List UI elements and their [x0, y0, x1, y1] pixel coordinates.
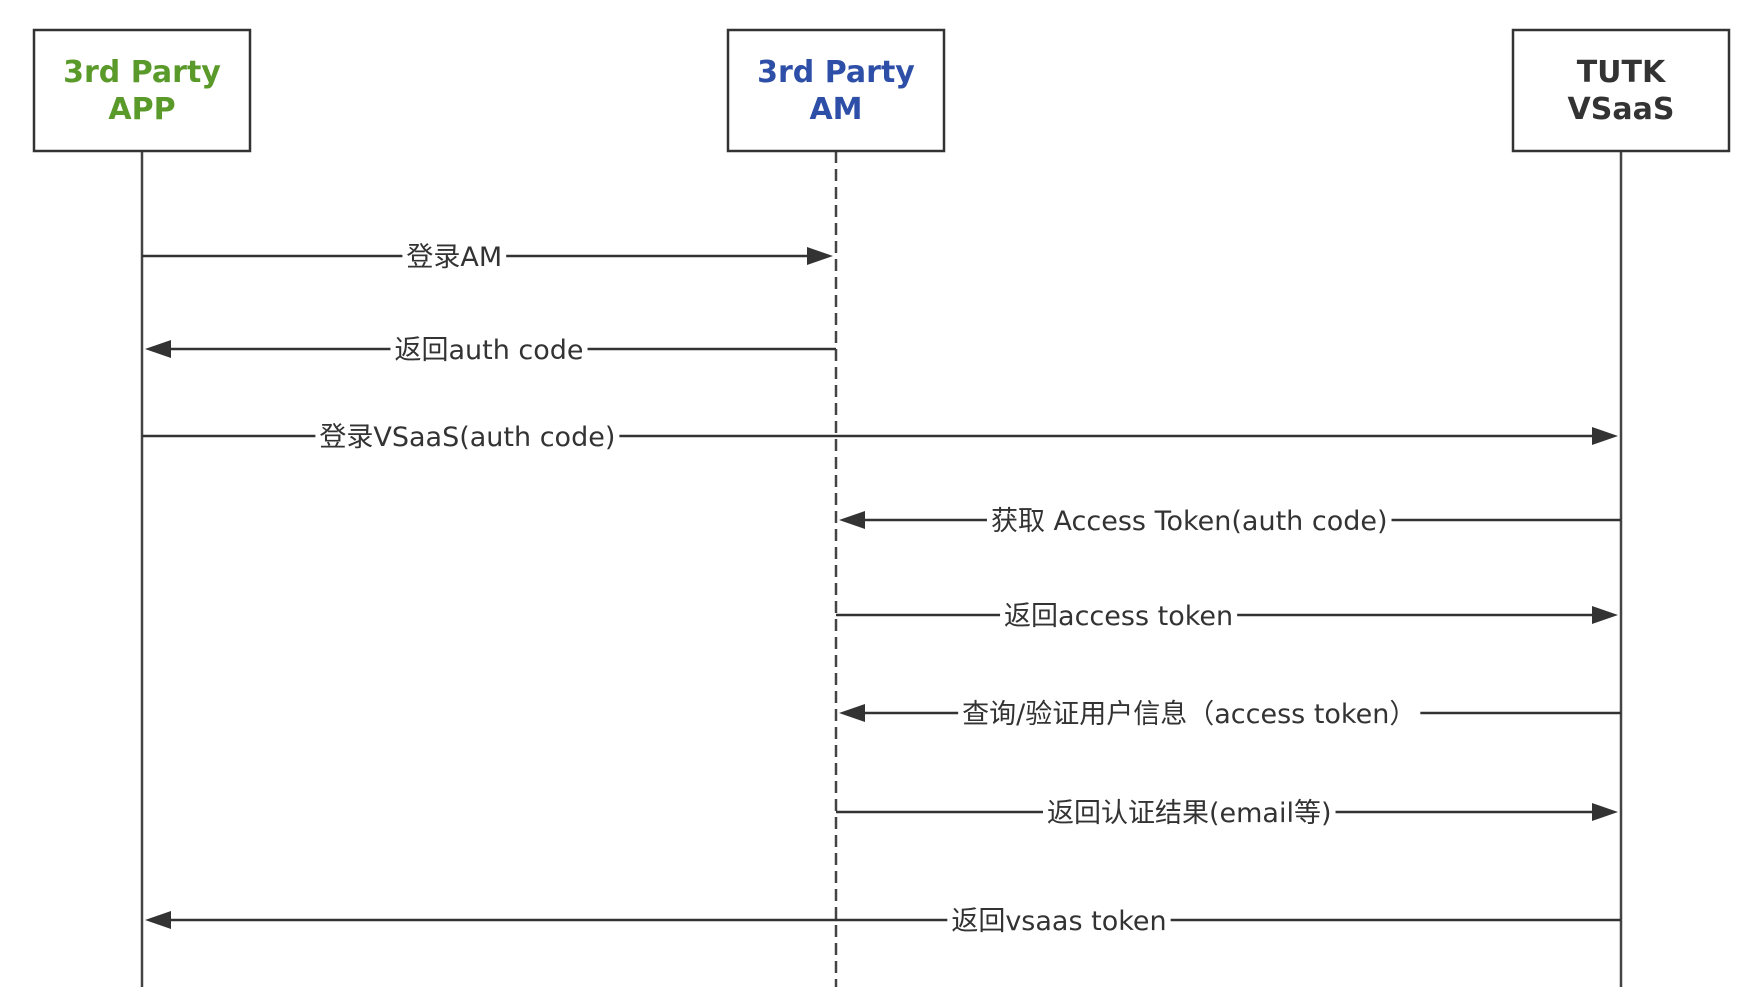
arrow-head [145, 911, 171, 929]
lifelines [140, 151, 1623, 987]
message-arrow: 获取 Access Token(auth code) [839, 506, 1621, 537]
participant-box [1511, 28, 1731, 153]
arrow-head [1592, 803, 1618, 821]
message-label-background [986, 506, 1392, 534]
message-arrow: 查询/验证用户信息（access token） [839, 699, 1621, 730]
message-label-background [1000, 601, 1238, 629]
message-label: 返回auth code [394, 335, 583, 366]
message-arrow: 返回认证结果(email等) [836, 798, 1618, 829]
message-arrow: 返回access token [836, 601, 1618, 632]
message-arrow: 登录VSaaS(auth code) [142, 422, 1618, 453]
arrow-head [145, 340, 171, 358]
message-arrow: 返回vsaas token [145, 906, 1621, 937]
arrow-head [839, 511, 865, 529]
arrow-head [839, 704, 865, 722]
participant-label: AM [809, 92, 862, 127]
message-label-background [958, 699, 1421, 727]
message-label-background [947, 906, 1171, 934]
participant-label: VSaaS [1568, 92, 1675, 127]
participant-label: 3rd Party [757, 55, 915, 90]
messages: 登录AM 返回auth code 登录VSaaS(auth code) 获取 Acce… [142, 242, 1621, 937]
message-label: 返回access token [1004, 601, 1233, 632]
message-label: 获取 Access Token(auth code) [991, 506, 1388, 537]
message-label-background [1042, 798, 1336, 826]
participant-label: APP [108, 92, 175, 127]
participant-label: 3rd Party [63, 55, 221, 90]
message-label: 返回认证结果(email等) [1047, 798, 1332, 829]
message-label: 返回vsaas token [951, 906, 1166, 937]
message-label-background [390, 335, 588, 363]
participant-box [32, 28, 252, 153]
message-label-background [402, 242, 507, 270]
message-label: 登录VSaaS(auth code) [319, 422, 615, 453]
message-label: 查询/验证用户信息（access token） [962, 699, 1416, 730]
message-arrow: 返回auth code [145, 335, 836, 366]
message-arrow: 登录AM [142, 242, 833, 273]
participant-label: TUTK [1577, 55, 1667, 90]
message-label: 登录AM [406, 242, 502, 273]
participant-box [726, 28, 946, 153]
arrow-head [1592, 606, 1618, 624]
message-label-background [315, 422, 620, 450]
arrow-head [807, 247, 833, 265]
arrow-head [1592, 427, 1618, 445]
